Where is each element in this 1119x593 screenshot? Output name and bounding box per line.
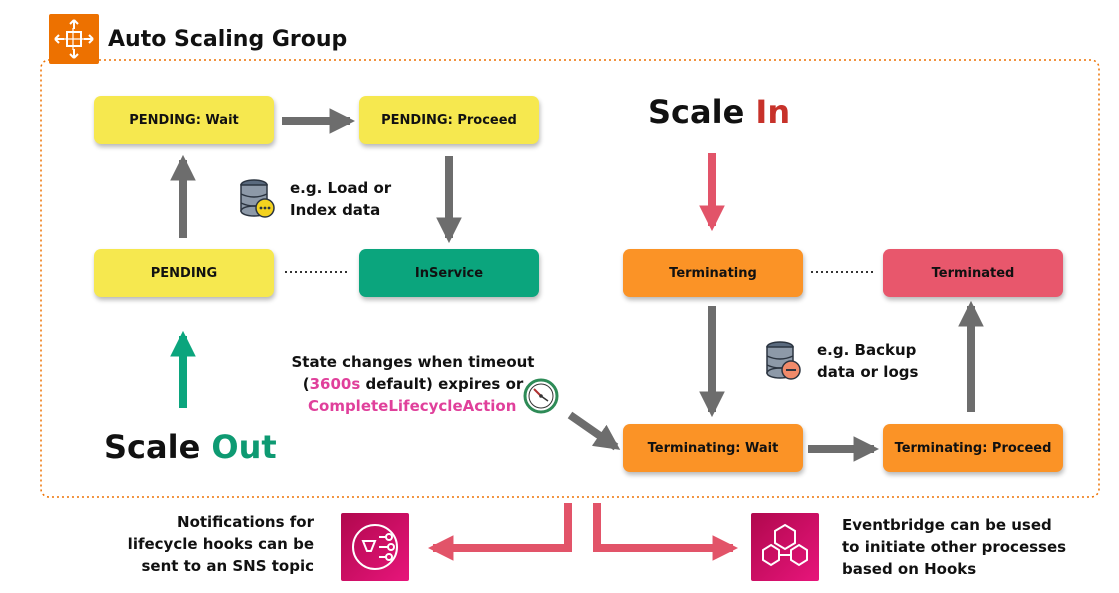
state-terminated: Terminated <box>883 249 1063 297</box>
note-backup: e.g. Backup data or logs <box>817 339 918 383</box>
scale-in-label: Scale In <box>648 93 790 131</box>
timeout-paren: ( <box>302 375 310 393</box>
eventbridge-description: Eventbridge can be used to initiate othe… <box>842 514 1066 580</box>
state-terminating: Terminating <box>623 249 803 297</box>
note-timeout: State changes when timeout (3600s defaul… <box>284 351 542 417</box>
scale-in-accent: In <box>755 93 791 131</box>
state-pending-wait: PENDING: Wait <box>94 96 274 144</box>
timer-icon <box>523 378 559 414</box>
auto-scaling-group-icon <box>49 14 99 64</box>
asg-container <box>40 59 1100 498</box>
timeout-rest: default) expires or <box>360 375 524 393</box>
note-timeout-line2: (3600s default) expires or <box>284 373 542 395</box>
state-pending: PENDING <box>94 249 274 297</box>
note-load-line2: Index data <box>290 201 381 219</box>
database-minus-icon <box>766 341 802 383</box>
arrow-to-sns <box>427 503 572 561</box>
note-backup-line2: data or logs <box>817 363 919 381</box>
scale-out-label: Scale Out <box>104 428 277 466</box>
state-pending-proceed: PENDING: Proceed <box>359 96 539 144</box>
timeout-value: 3600s <box>309 375 361 393</box>
sns-line1: Notifications for <box>177 513 314 531</box>
note-load-line1: e.g. Load or <box>290 179 392 197</box>
note-backup-line1: e.g. Backup <box>817 341 917 359</box>
arrow-timeout-to-wait <box>567 411 621 451</box>
eventbridge-line1: Eventbridge can be used <box>842 516 1052 534</box>
scale-out-word: Scale <box>104 428 201 466</box>
note-timeout-line3: CompleteLifecycleAction <box>308 397 517 415</box>
eventbridge-line3: based on Hooks <box>842 560 977 578</box>
note-timeout-line1: State changes when timeout <box>291 353 535 371</box>
diagram-title: Auto Scaling Group <box>108 27 348 52</box>
eventbridge-line2: to initiate other processes <box>842 538 1067 556</box>
state-inservice: InService <box>359 249 539 297</box>
arrow-to-eventbridge <box>593 503 739 561</box>
sns-description: Notifications for lifecycle hooks can be… <box>110 511 314 577</box>
sns-line3: sent to an SNS topic <box>141 557 314 575</box>
scale-in-word: Scale <box>648 93 745 131</box>
database-ellipsis-icon <box>240 179 276 221</box>
eventbridge-icon <box>751 513 819 581</box>
sns-icon <box>341 513 409 581</box>
sns-line2: lifecycle hooks can be <box>127 535 314 553</box>
state-terminating-wait: Terminating: Wait <box>623 424 803 472</box>
state-terminating-proceed: Terminating: Proceed <box>883 424 1063 472</box>
note-load-index: e.g. Load or Index data <box>290 177 391 221</box>
scale-out-accent: Out <box>211 428 277 466</box>
